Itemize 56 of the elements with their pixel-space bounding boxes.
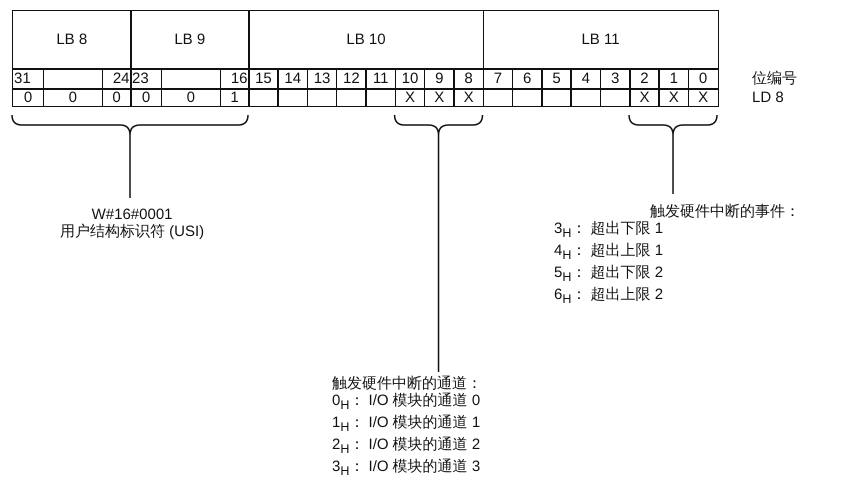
leader-line: [129, 135, 131, 198]
byte-header-cell: LB 8: [12, 10, 132, 70]
bit-number-cell: 23: [130, 68, 162, 90]
annotation-heading: 触发硬件中断的通道：: [332, 375, 482, 392]
bit-number-cell: 2: [629, 68, 660, 90]
bit-number-cell: 13: [306, 68, 338, 90]
bit-number-cell: 7: [482, 68, 514, 90]
row-label: LD 8: [752, 89, 784, 106]
annotation-line: 3$_{H}$： I/O 模块的通道 3: [332, 458, 482, 480]
bit-value-cell: X: [688, 88, 718, 106]
bit-value-cell: 0: [102, 88, 132, 106]
bit-number-cell: 6: [512, 68, 543, 90]
bit-number-cell: 1: [658, 68, 690, 90]
bit-number-cell: 12: [336, 68, 367, 90]
row-label: 位编号: [752, 69, 797, 88]
bit-value-cell: 0: [12, 88, 44, 106]
byte-header-cell: LB 9: [130, 10, 250, 70]
curly-bracket: [11, 114, 249, 136]
annotation-line: 1$_{H}$： I/O 模块的通道 1: [332, 414, 482, 436]
bit-value-cell: 0: [42, 88, 103, 106]
bit-value-cell: X: [424, 88, 455, 106]
bit-number-cell: 5: [541, 68, 572, 90]
leader-line: [438, 135, 440, 372]
annotation-line: 2$_{H}$： I/O 模块的通道 2: [332, 436, 482, 458]
bit-number-cell: 14: [277, 68, 308, 90]
leader-line: [672, 135, 674, 194]
annotation-line: 0$_{H}$： I/O 模块的通道 0: [332, 392, 482, 414]
bit-number-cell: 16: [220, 68, 250, 90]
annotation-line: 4$_{H}$： 超出上限 1: [554, 242, 664, 264]
byte-header-cell: LB 11: [482, 10, 718, 70]
bit-value-cell: 0: [160, 88, 221, 106]
curly-bracket: [628, 114, 718, 136]
curly-bracket: [394, 114, 484, 136]
bit-value-cell: X: [394, 88, 426, 106]
annotation-line: 6$_{H}$： 超出上限 2: [554, 286, 664, 308]
bit-value-cell: 0: [130, 88, 162, 106]
annotation-line: 3$_{H}$： 超出下限 1: [554, 220, 664, 242]
bit-number-cell: 8: [453, 68, 484, 90]
annotation-line: 5$_{H}$： 超出下限 2: [554, 264, 664, 286]
annotation-heading: 触发硬件中断的事件：: [650, 203, 800, 220]
bit-number-cell: 24: [102, 68, 132, 90]
bit-number-cell: 4: [570, 68, 602, 90]
bit-number-cell: 11: [365, 68, 396, 90]
bit-number-cell: 0: [688, 68, 718, 90]
annotation-heading: W#16#0001: [90, 206, 174, 223]
bit-number-cell: 15: [248, 68, 279, 90]
bit-number-cell: 10: [394, 68, 426, 90]
annotation-line: 用户结构标识符 (USI): [60, 223, 204, 240]
bit-number-cell: 3: [600, 68, 631, 90]
bit-value-cell: X: [629, 88, 660, 106]
bit-number-cell: 9: [424, 68, 455, 90]
bit-value-cell: X: [658, 88, 690, 106]
bit-value-cell: 1: [220, 88, 250, 106]
bit-number-cell: 31: [12, 68, 44, 90]
bit-value-cell: X: [453, 88, 484, 106]
byte-header-cell: LB 10: [248, 10, 484, 70]
